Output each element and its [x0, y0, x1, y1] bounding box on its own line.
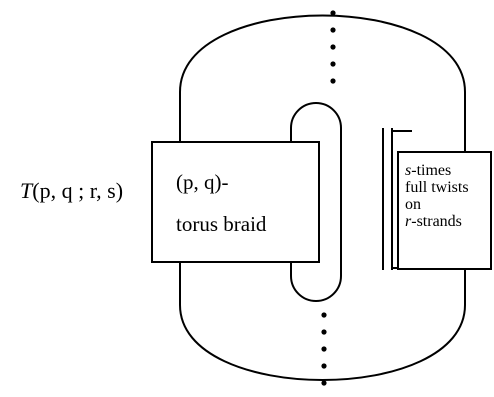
- outer-closure-loop: [179, 14, 466, 381]
- twist-line4: r-strands: [405, 213, 462, 230]
- torus-braid-box: [151, 141, 320, 263]
- twist-line3: on: [405, 196, 421, 213]
- inner-stadium-loop: [290, 102, 342, 302]
- bottom-dotted-strands: [321, 312, 327, 386]
- top-dotted-strands: [330, 10, 336, 84]
- knot-formula-label: T(p, q ; r, s): [20, 180, 123, 202]
- twist-line2: full twists: [405, 179, 469, 196]
- twist-label: s-times full twists on r-strands: [405, 162, 469, 230]
- braid-label-line1: (p, q)-: [176, 170, 229, 194]
- braid-label-line2: torus braid: [176, 212, 267, 236]
- formula-args: (p, q ; r, s): [32, 178, 124, 203]
- full-twist-box: [397, 151, 492, 270]
- twist-line1: s-times: [405, 162, 452, 179]
- formula-prefix: T: [20, 178, 33, 203]
